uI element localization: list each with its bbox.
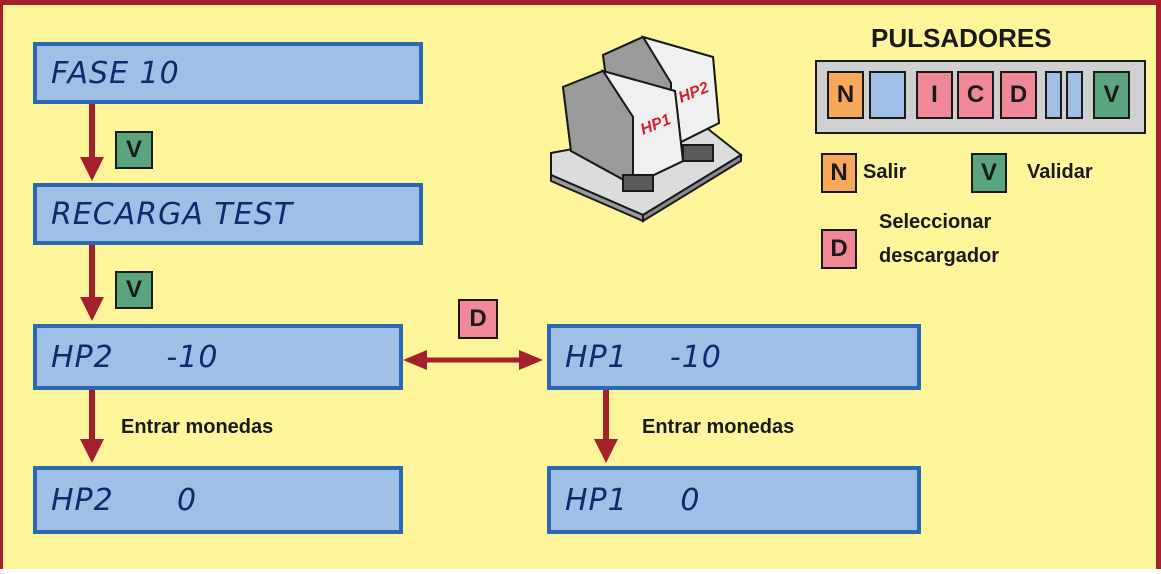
lcd-hp1-end: HP1 0 — [547, 466, 921, 534]
pulsadores-title: PULSADORES — [871, 23, 1052, 53]
lcd-fase: FASE 10 — [33, 42, 423, 104]
arrow-recarga-to-hp2 — [80, 245, 104, 321]
legend-validar: Validar — [1027, 161, 1093, 183]
panel-key-blank — [869, 71, 906, 119]
arrow-hp1-entrar — [594, 390, 618, 463]
panel-key-i: I — [916, 71, 953, 119]
legend-key-d: D — [821, 229, 857, 269]
lcd-hp2-start: HP2 -10 — [33, 324, 403, 390]
lcd-hp1-start: HP1 -10 — [547, 324, 921, 390]
legend-descargador: descargador — [879, 245, 1000, 267]
panel-key-c: C — [957, 71, 994, 119]
step-key-v-1: V — [115, 131, 153, 169]
legend-key-v: V — [971, 153, 1007, 193]
panel-key-narrow-1 — [1045, 71, 1062, 119]
lcd-recarga: RECARGA TEST — [33, 183, 423, 245]
arrow-hp2-hp1-toggle — [403, 350, 543, 370]
legend-seleccionar: Seleccionar — [879, 211, 992, 233]
entrar-monedas-right: Entrar monedas — [642, 416, 795, 438]
legend-salir: Salir — [863, 161, 907, 183]
panel-key-narrow-2 — [1066, 71, 1083, 119]
step-key-d: D — [458, 299, 498, 339]
panel-key-d: D — [1000, 71, 1037, 119]
legend-key-n: N — [821, 153, 857, 193]
panel-key-v: V — [1093, 71, 1130, 119]
lcd-hp2-end: HP2 0 — [33, 466, 403, 534]
arrow-fase-to-recarga — [80, 100, 104, 181]
arrow-hp2-entrar — [80, 390, 104, 463]
step-key-v-2: V — [115, 271, 153, 309]
entrar-monedas-left: Entrar monedas — [121, 416, 274, 438]
hopper-illustration: HP1 HP2 — [550, 35, 743, 223]
panel-key-n: N — [827, 71, 864, 119]
